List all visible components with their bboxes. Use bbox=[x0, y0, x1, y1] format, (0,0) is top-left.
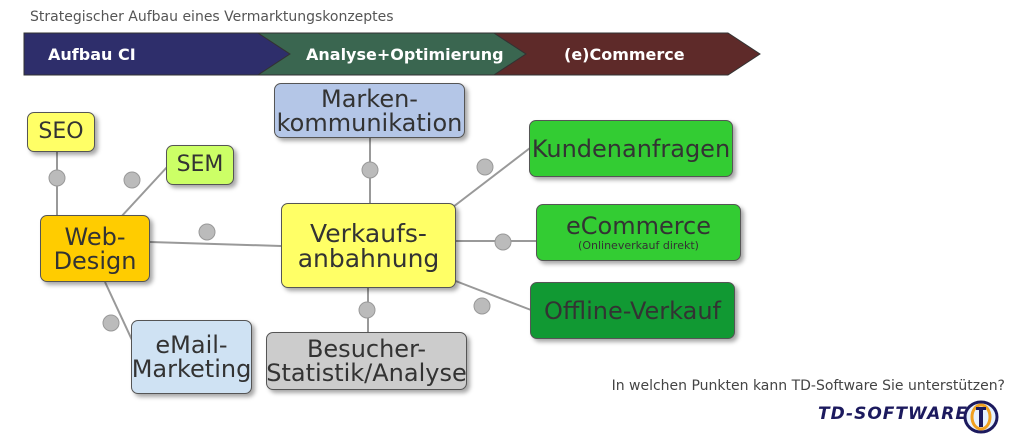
connector-kunden bbox=[452, 147, 531, 208]
td-software-logo-icon bbox=[963, 400, 999, 434]
connector-dot bbox=[473, 297, 491, 315]
node-email-marketing-label: eMail- Marketing bbox=[131, 331, 252, 383]
connector-email bbox=[104, 281, 133, 341]
banner-label-analyse-optimierung: Analyse+Optimierung bbox=[306, 45, 504, 64]
connector-dot bbox=[48, 169, 66, 187]
page-title: Strategischer Aufbau eines Vermarktungsk… bbox=[30, 9, 394, 25]
connector-dot bbox=[476, 158, 494, 176]
node-offline-verkauf-label: Offline-Verkauf bbox=[543, 296, 722, 325]
node-sem-label: SEM bbox=[176, 152, 224, 177]
banner-label-aufbau-ci: Aufbau CI bbox=[48, 45, 136, 64]
node-seo: SEO bbox=[27, 112, 95, 152]
node-seo-label: SEO bbox=[38, 119, 84, 144]
connector-sem bbox=[119, 165, 169, 219]
node-email-marketing: eMail- Marketing bbox=[131, 320, 252, 394]
connector-dot bbox=[358, 301, 376, 319]
connector-dot bbox=[494, 233, 512, 251]
banner-label-ecommerce: (e)Commerce bbox=[564, 45, 685, 64]
node-besucher-statistik-label: Besucher- Statistik/Analyse bbox=[266, 335, 467, 387]
node-offline-verkauf: Offline-Verkauf bbox=[530, 282, 735, 339]
td-software-logo-text: TD-SOFTWARE bbox=[818, 404, 968, 424]
node-ecommerce: eCommerce (Onlineverkauf direkt) bbox=[536, 204, 741, 261]
node-markenkommunikation-label: Marken- kommunikation bbox=[276, 84, 463, 137]
node-verkaufsanbahnung: Verkaufs- anbahnung bbox=[281, 203, 456, 288]
footer-question: In welchen Punkten kann TD-Software Sie … bbox=[611, 378, 1005, 394]
connector-web-verkauf bbox=[149, 241, 282, 247]
node-kundenanfragen: Kundenanfragen bbox=[529, 120, 733, 177]
node-sem: SEM bbox=[166, 145, 234, 185]
node-ecommerce-label: eCommerce bbox=[565, 212, 712, 240]
node-verkaufsanbahnung-label: Verkaufs- anbahnung bbox=[297, 218, 440, 273]
connector-dot bbox=[102, 314, 120, 332]
connector-dot bbox=[123, 171, 141, 189]
node-kundenanfragen-label: Kundenanfragen bbox=[531, 134, 731, 163]
node-web-design-label: Web- Design bbox=[53, 222, 137, 275]
connector-dot bbox=[361, 161, 379, 179]
node-ecommerce-sublabel: (Onlineverkauf direkt) bbox=[578, 239, 699, 252]
process-banner bbox=[23, 32, 761, 76]
node-markenkommunikation: Marken- kommunikation bbox=[274, 83, 465, 138]
connector-offline bbox=[452, 279, 532, 311]
banner-segment-ecommerce bbox=[492, 32, 761, 76]
node-web-design: Web- Design bbox=[40, 215, 150, 282]
connector-dot bbox=[198, 223, 216, 241]
node-besucher-statistik: Besucher- Statistik/Analyse bbox=[266, 332, 467, 390]
